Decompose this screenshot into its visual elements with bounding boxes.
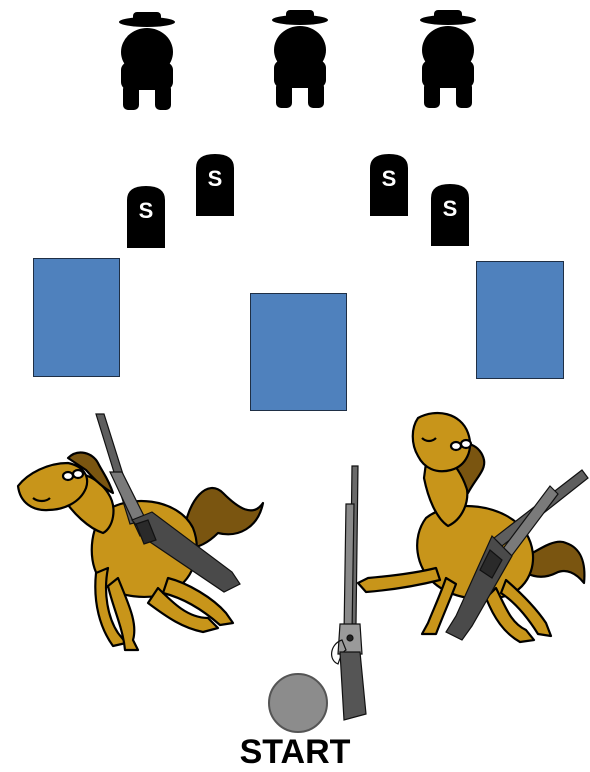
horse-left[interactable] xyxy=(8,418,270,658)
tombstone-1[interactable]: S xyxy=(127,186,165,248)
rifle-left-icon xyxy=(95,413,241,593)
tombstone-letter: S xyxy=(442,196,458,221)
tombstone-letter: S xyxy=(138,198,154,223)
start-button[interactable] xyxy=(268,673,328,733)
tombstone-shape xyxy=(431,184,469,246)
rifle-right-icon xyxy=(445,469,589,641)
tombstone-shape xyxy=(370,154,408,216)
player-rifle-icon[interactable] xyxy=(326,464,374,722)
tombstone-3[interactable]: S xyxy=(370,154,408,216)
bandit-silhouette-left[interactable] xyxy=(113,12,181,112)
tombstone-letter: S xyxy=(207,166,223,191)
tombstone-letter: S xyxy=(381,166,397,191)
tombstone-2[interactable]: S xyxy=(196,154,234,216)
bandit-silhouette-right[interactable] xyxy=(414,10,482,110)
tombstone-shape xyxy=(196,154,234,216)
cover-panel-right[interactable] xyxy=(476,261,564,379)
cover-panel-left[interactable] xyxy=(33,258,120,377)
start-label[interactable]: START xyxy=(239,733,351,771)
tombstone-4[interactable]: S xyxy=(431,184,469,246)
horse-right[interactable] xyxy=(356,408,590,648)
bandit-silhouette-center[interactable] xyxy=(266,10,334,110)
cover-panel-center[interactable] xyxy=(250,293,347,411)
tombstone-shape xyxy=(127,186,165,248)
